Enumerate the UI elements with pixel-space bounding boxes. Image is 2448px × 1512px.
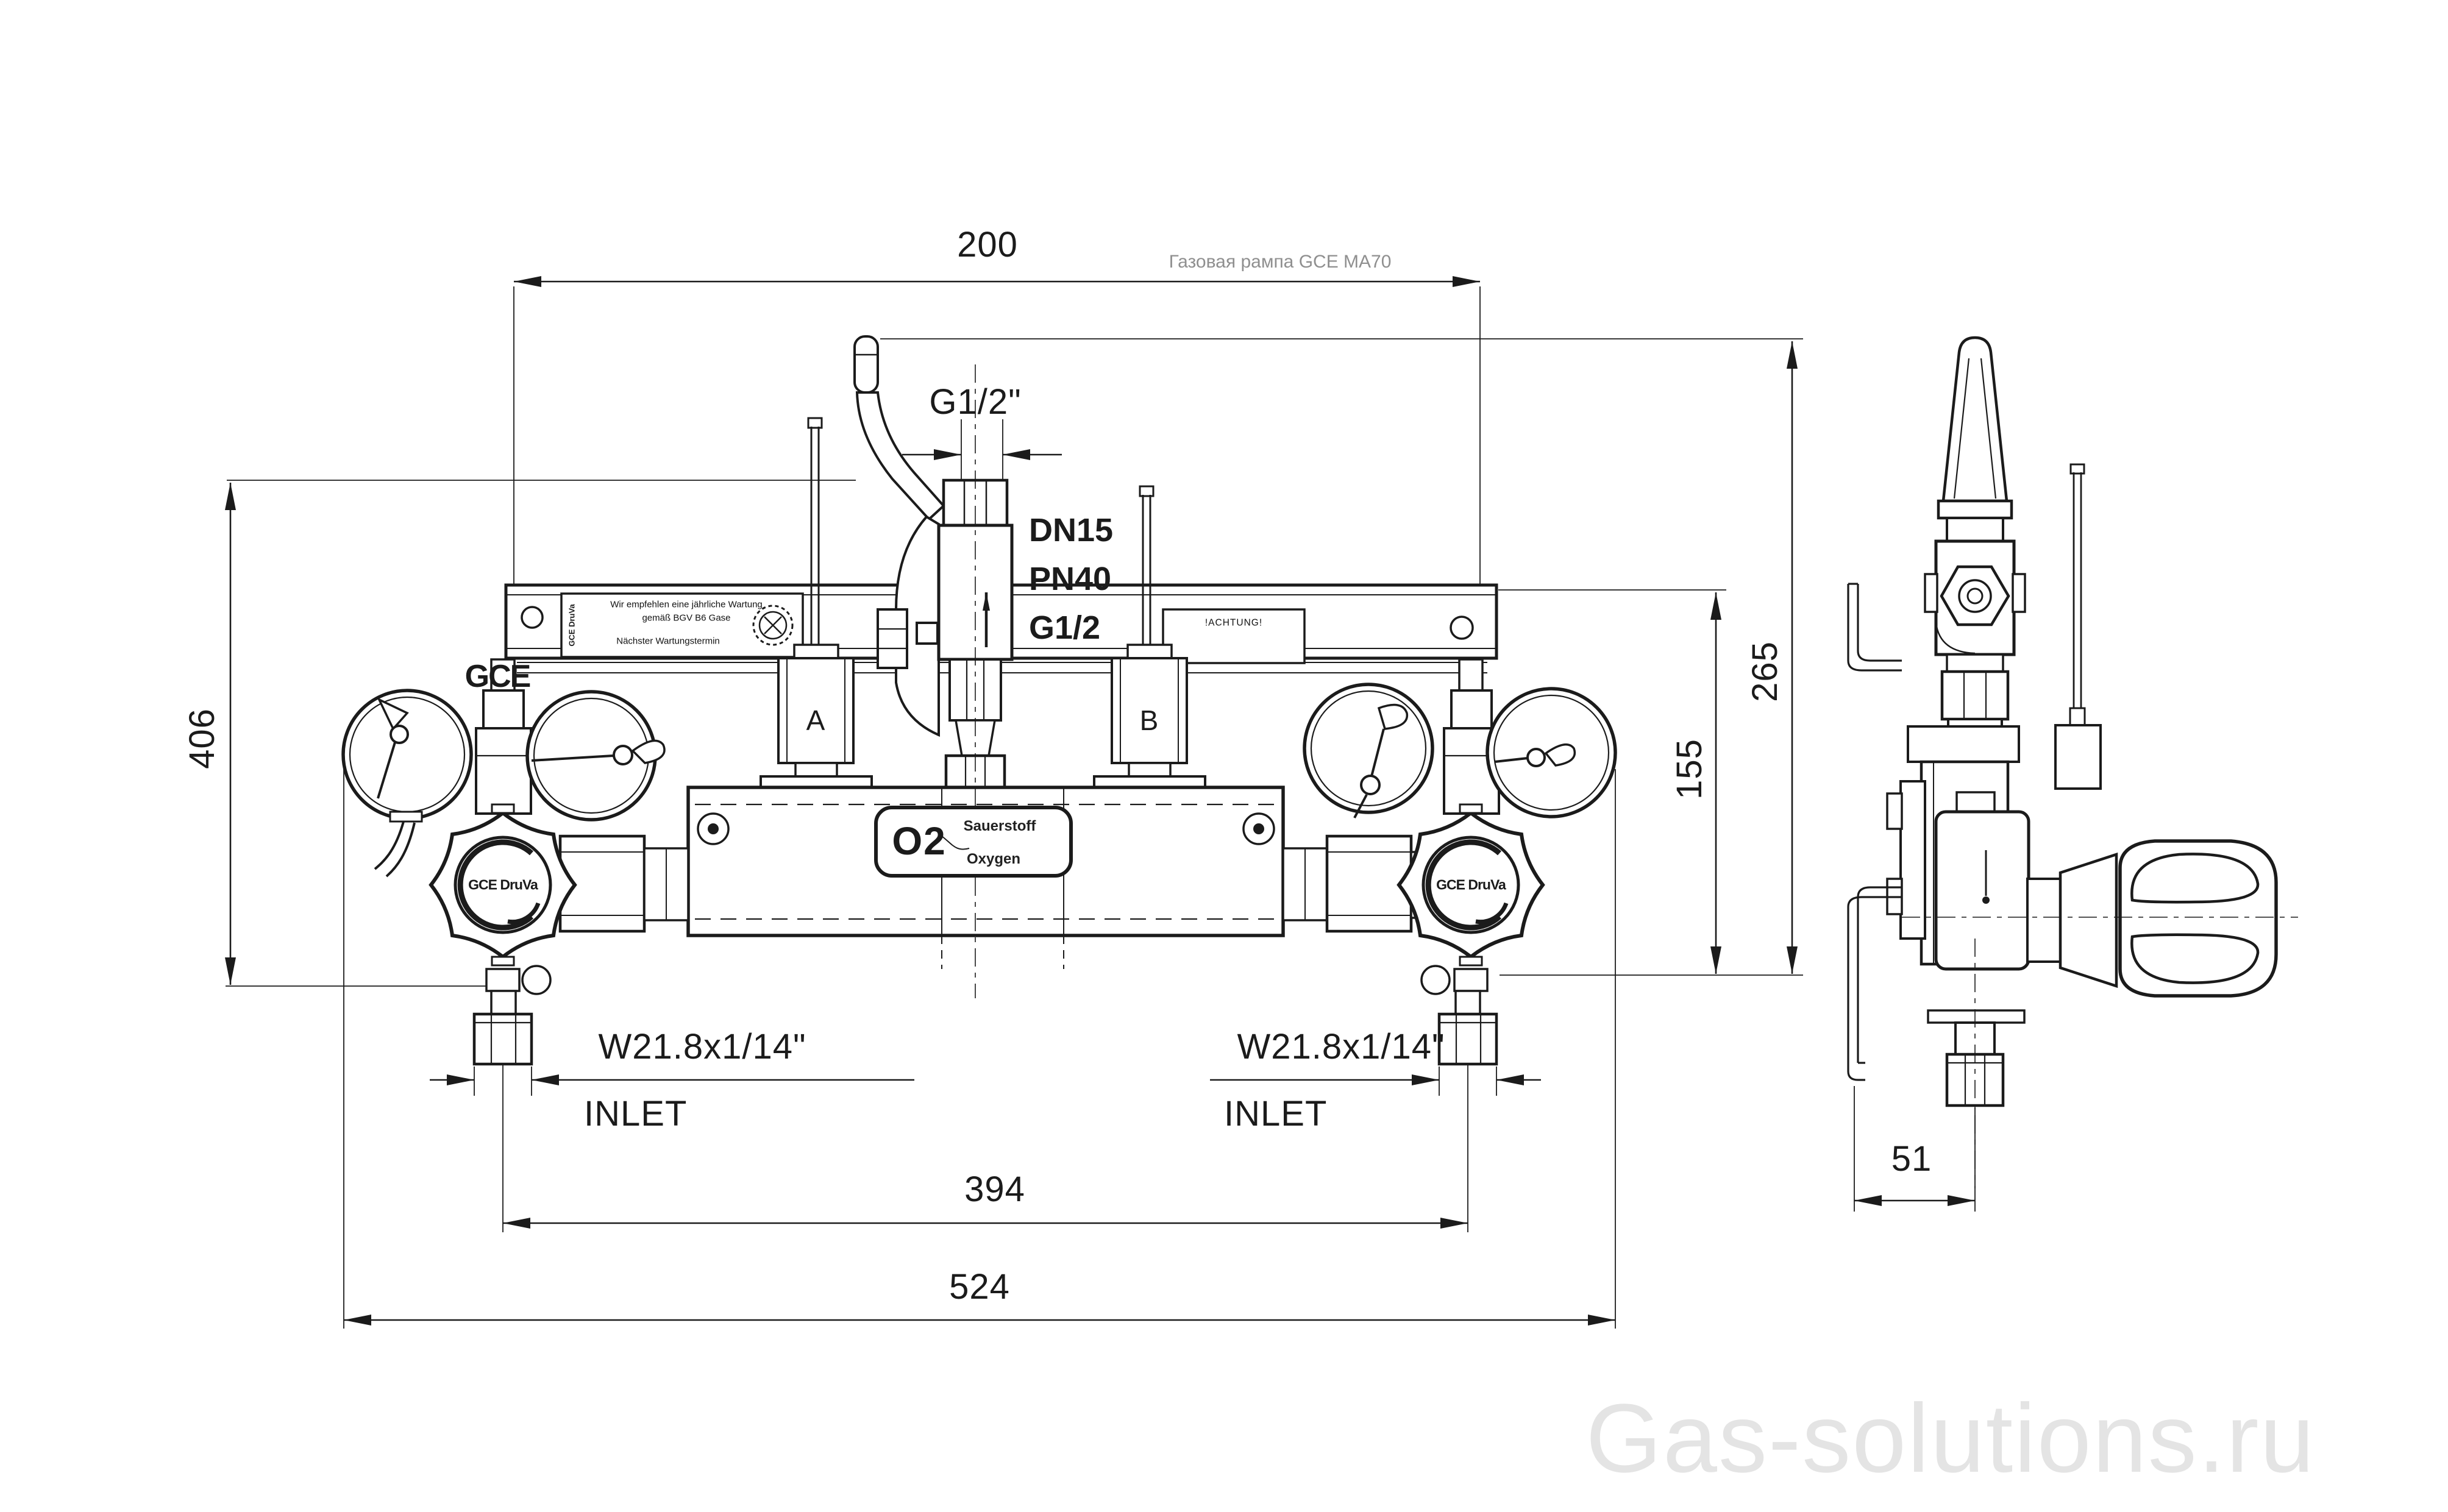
maintenance-line2: gemäß BGV B6 Gase bbox=[642, 612, 731, 623]
label-brand-side: GCE DruVa bbox=[567, 604, 577, 647]
gas-name-en: Oxygen bbox=[966, 851, 1021, 867]
maintenance-line3: Nächster Wartungstermin bbox=[616, 636, 720, 647]
inlet-label-right: INLET bbox=[1224, 1094, 1328, 1134]
inlet-thread-left: W21.8x1/14" bbox=[598, 1027, 806, 1067]
dim-265: 265 bbox=[1745, 641, 1785, 702]
dim-406: 406 bbox=[182, 708, 222, 769]
inlet-label-left: INLET bbox=[584, 1094, 688, 1134]
side-valve-lever bbox=[1941, 336, 2009, 503]
gas-id-plate bbox=[874, 806, 1073, 878]
regulator-left bbox=[343, 658, 689, 1066]
port-block-a bbox=[760, 644, 873, 791]
port-block-b bbox=[1093, 644, 1206, 791]
sensor-rod-right bbox=[1139, 485, 1155, 657]
gas-symbol: O2 bbox=[892, 819, 947, 863]
warning-label-box bbox=[1162, 608, 1306, 664]
wall-bracket bbox=[1847, 583, 1902, 1081]
inlet-connector-right bbox=[1437, 1012, 1498, 1066]
port-label-a: A bbox=[806, 705, 825, 736]
manifold-bolt-right bbox=[1242, 812, 1275, 845]
side-view bbox=[1847, 336, 2298, 1188]
valve-spec-pn: PN40 bbox=[1029, 561, 1112, 597]
dimension-lines bbox=[225, 276, 1975, 1326]
gauge-hp-left bbox=[343, 690, 471, 818]
outlet-thread-label: G1/2" bbox=[929, 382, 1022, 422]
valve-spec-dn: DN15 bbox=[1029, 512, 1114, 548]
regulator-right bbox=[1282, 658, 1615, 1066]
side-regulator-body bbox=[1934, 810, 2030, 971]
maintenance-seal-icon bbox=[764, 616, 782, 634]
knob-brand-left: GCE DruVa bbox=[468, 876, 538, 893]
gce-logo: GCE bbox=[464, 659, 532, 694]
valve-lever-grip bbox=[853, 335, 879, 394]
gauge-needle bbox=[531, 739, 666, 765]
manifold-bolt-left bbox=[697, 812, 730, 845]
dim-200: 200 bbox=[957, 225, 1018, 264]
gauge-needle bbox=[1494, 743, 1576, 767]
bar-hole-left bbox=[521, 606, 544, 629]
dim-394: 394 bbox=[964, 1169, 1025, 1209]
gauge-lp-left bbox=[527, 692, 655, 820]
side-sensor-rod bbox=[2069, 463, 2086, 726]
bar-hole-right bbox=[1450, 616, 1474, 640]
inlet-connector-left bbox=[472, 1012, 533, 1066]
watermark: Gas-solutions.ru bbox=[1585, 1383, 2316, 1492]
dim-524: 524 bbox=[949, 1267, 1010, 1307]
warning-label: !ACHTUNG! bbox=[1204, 617, 1263, 628]
side-centerlines bbox=[1902, 917, 2298, 1188]
gauge-needle bbox=[1353, 703, 1409, 818]
knob-brand-right: GCE DruVa bbox=[1436, 876, 1506, 893]
gauge-needle bbox=[377, 697, 409, 799]
gas-name-de: Sauerstoff bbox=[963, 818, 1036, 834]
dim-155: 155 bbox=[1670, 739, 1709, 800]
maintenance-line1: Wir empfehlen eine jährliche Wartung bbox=[610, 599, 763, 610]
maintenance-label-box bbox=[560, 592, 804, 658]
inlet-thread-right: W21.8x1/14" bbox=[1237, 1027, 1445, 1067]
drawing-title: Газовая рампа GCE MA70 bbox=[1169, 252, 1392, 272]
side-mount-plate bbox=[1899, 780, 1926, 940]
manifold-block bbox=[686, 786, 1285, 969]
extension-lines bbox=[226, 286, 1976, 1329]
sensor-rod-left bbox=[807, 417, 823, 657]
port-label-b: B bbox=[1139, 705, 1159, 736]
valve-spec-block: DN15 PN40 G1/2 bbox=[1029, 506, 1113, 652]
dim-51: 51 bbox=[1891, 1139, 1932, 1179]
valve-spec-g: G1/2 bbox=[1029, 609, 1101, 646]
front-view bbox=[343, 335, 1615, 1066]
